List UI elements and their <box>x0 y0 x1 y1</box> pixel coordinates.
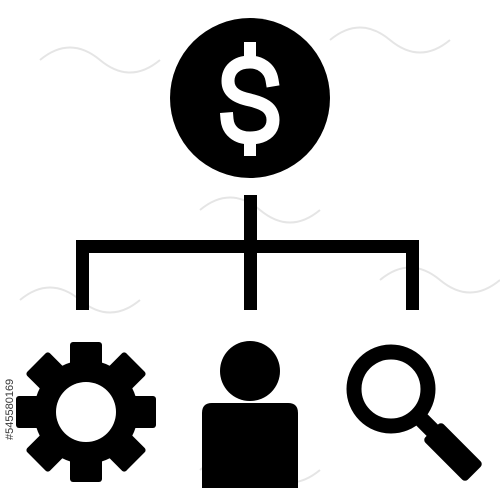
dollar-circle-icon <box>170 18 330 178</box>
magnifier-icon <box>346 344 482 481</box>
person-icon <box>202 341 298 488</box>
stock-id-text: #545580169 <box>4 378 16 440</box>
gear-icon <box>16 342 156 482</box>
connector-lines <box>76 195 419 310</box>
